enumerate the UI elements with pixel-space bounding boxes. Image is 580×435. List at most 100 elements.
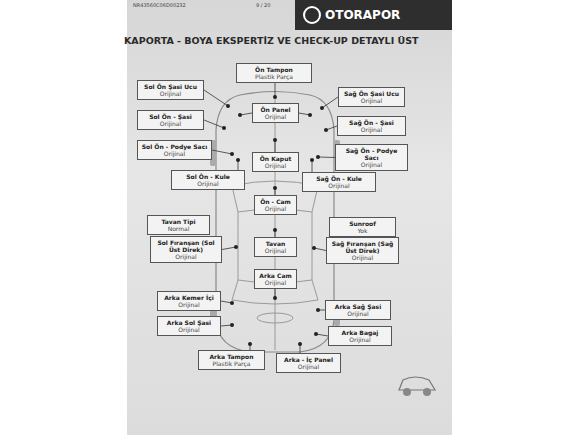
part-name: Tavan Tipi xyxy=(150,218,207,225)
part-box: Sağ Fıranşan (Sağ Üst Direk)Orijinal xyxy=(326,237,399,264)
part-status: Orijinal xyxy=(257,247,294,254)
part-status: Plastik Parça xyxy=(239,73,309,80)
part-box: Ön - CamOrijinal xyxy=(254,195,297,215)
part-name: Ön - Cam xyxy=(257,198,294,205)
point-dot xyxy=(236,158,240,162)
point-dot xyxy=(308,113,312,117)
part-box: Sağ Ön Şasi UcuOrijinal xyxy=(338,87,405,107)
part-name: Ön Tampon xyxy=(239,66,309,73)
part-status: Plastik Parça xyxy=(201,360,262,367)
part-name: Tavan xyxy=(257,240,294,247)
point-dot xyxy=(222,126,226,130)
part-status: Orijinal xyxy=(331,336,389,343)
point-dot xyxy=(273,186,277,190)
part-status: Orijinal xyxy=(279,363,338,370)
brand-logo: OTORAPOR xyxy=(325,8,400,22)
part-name: Sunroof xyxy=(332,220,393,227)
page-number: 9 / 20 xyxy=(256,2,270,8)
part-box: Sağ Ön - KuleOrijinal xyxy=(302,172,376,192)
leader-line xyxy=(204,120,224,128)
part-box: TavanOrijinal xyxy=(254,237,297,257)
point-dot xyxy=(234,245,238,249)
part-box: Ön PanelOrijinal xyxy=(252,103,299,123)
part-name: Sağ Ön - Kule xyxy=(305,175,373,182)
point-dot xyxy=(226,104,230,108)
part-box: Ön KaputOrijinal xyxy=(252,152,299,172)
part-status: Orijinal xyxy=(140,90,201,97)
leader-line xyxy=(275,83,276,97)
point-dot xyxy=(298,342,302,346)
part-box: Arka CamOrijinal xyxy=(254,269,297,289)
part-box: Sol Ön - ŞasiOrijinal xyxy=(137,110,204,130)
part-name: Sol Ön - Podye Sacı xyxy=(140,143,209,150)
part-box: Arka TamponPlastik Parça xyxy=(198,350,265,370)
part-name: Sol Ön - Şasi xyxy=(140,113,201,120)
point-dot xyxy=(238,113,242,117)
part-name: Arka Kemer İçi xyxy=(160,294,218,301)
part-status: Orijinal xyxy=(140,120,201,127)
point-dot xyxy=(248,342,252,346)
part-name: Sağ Ön Şasi Ucu xyxy=(341,90,402,97)
logo-ring xyxy=(304,7,320,23)
part-box: Sol Ön Şasi UcuOrijinal xyxy=(137,80,204,100)
car-icon xyxy=(399,377,435,396)
point-dot xyxy=(273,95,277,99)
part-name: Ön Panel xyxy=(255,106,296,113)
leader-line xyxy=(322,97,338,108)
part-box: Tavan TipiNormal xyxy=(147,215,210,235)
part-box: Arka BagajOrijinal xyxy=(328,326,392,346)
leader-line xyxy=(212,150,232,154)
part-status: Orijinal xyxy=(328,310,388,317)
point-dot xyxy=(273,138,277,142)
part-status: Orijinal xyxy=(338,161,405,168)
point-dot xyxy=(316,155,320,159)
point-dot xyxy=(314,332,318,336)
point-dot xyxy=(273,228,277,232)
leader-line xyxy=(204,90,228,106)
part-box: SunroofYok xyxy=(329,217,396,237)
part-name: Sol Ön Şasi Ucu xyxy=(140,83,201,90)
part-status: Orijinal xyxy=(255,113,296,120)
rear-window xyxy=(232,280,318,304)
point-dot xyxy=(230,323,234,327)
part-name: Arka Cam xyxy=(257,272,294,279)
part-status: Orijinal xyxy=(153,253,219,260)
header-bar xyxy=(295,0,452,30)
point-dot xyxy=(310,158,314,162)
part-name: Sağ Fıranşan (Sağ Üst Direk) xyxy=(329,240,396,254)
part-status: Orijinal xyxy=(140,150,209,157)
point-dot xyxy=(320,106,324,110)
page-title: KAPORTA - BOYA EKSPERTİZ VE CHECK-UP DET… xyxy=(124,35,419,46)
part-name: Sol Ön - Kule xyxy=(174,173,242,180)
part-name: Sağ Ön - Podye Sacı xyxy=(338,147,405,161)
part-name: Arka Bagaj xyxy=(331,329,389,336)
part-status: Orijinal xyxy=(257,279,294,286)
part-box: Sol Ön - Podye SacıOrijinal xyxy=(137,140,212,160)
part-name: Sağ Ön - Şasi xyxy=(340,119,403,126)
part-box: Ön TamponPlastik Parça xyxy=(236,63,312,83)
part-status: Orijinal xyxy=(160,326,218,333)
point-dot xyxy=(230,301,234,305)
part-name: Arka Sol Şasi xyxy=(160,319,218,326)
part-status: Orijinal xyxy=(329,254,396,261)
part-status: Orijinal xyxy=(341,97,402,104)
point-dot xyxy=(273,296,277,300)
part-box: Sol Ön - KuleOrijinal xyxy=(171,170,245,190)
point-dot xyxy=(316,308,320,312)
part-box: Arka Sağ ŞasiOrijinal xyxy=(325,300,391,320)
part-name: Ön Kaput xyxy=(255,155,296,162)
part-name: Arka Sağ Şasi xyxy=(328,303,388,310)
part-box: Arka Kemer İçiOrijinal xyxy=(157,291,221,311)
part-status: Yok xyxy=(332,227,393,234)
center-line xyxy=(275,97,276,350)
report-number: NR43560C06D00232 xyxy=(133,2,186,8)
part-box: Arka Sol ŞasiOrijinal xyxy=(157,316,221,336)
part-box: Sağ Ön - ŞasiOrijinal xyxy=(337,116,406,136)
leader-line xyxy=(222,247,236,250)
trunk-mark xyxy=(257,313,293,323)
part-name: Arka - İç Panel xyxy=(279,356,338,363)
point-dot xyxy=(312,246,316,250)
part-status: Orijinal xyxy=(160,301,218,308)
part-status: Orijinal xyxy=(174,180,242,187)
car-body xyxy=(216,92,334,353)
